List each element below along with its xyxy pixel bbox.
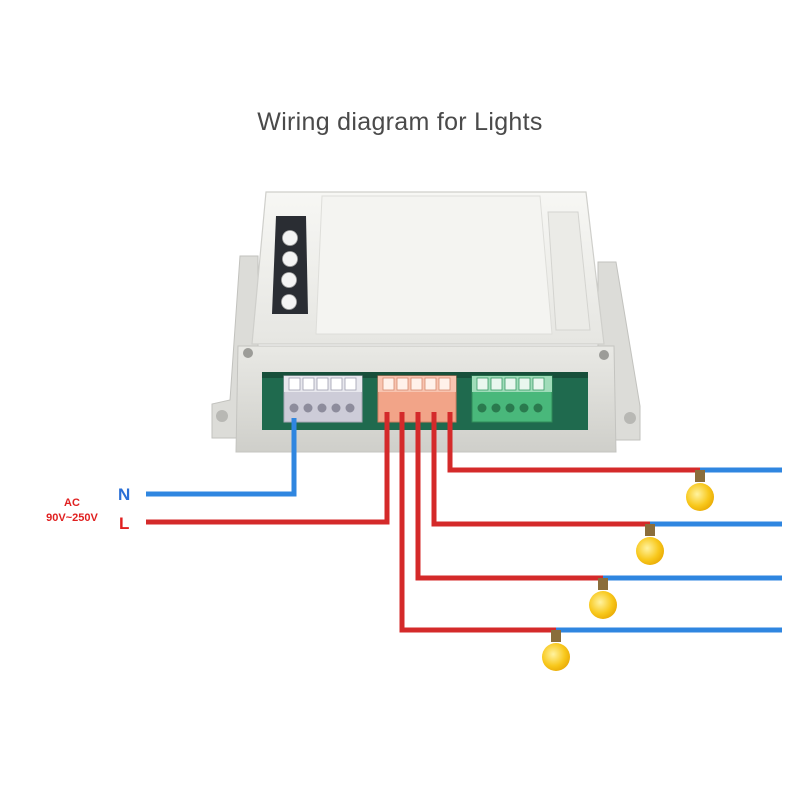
indicator-button-2[interactable]: [282, 251, 298, 267]
line-label: L: [119, 514, 129, 533]
housing-lid: [315, 195, 553, 335]
label-strip: [547, 211, 591, 331]
corner-screw: [599, 350, 609, 360]
output-wire-2: [431, 412, 650, 527]
indicator-button-3[interactable]: [281, 272, 297, 288]
diagram-title: Wiring diagram for Lights: [257, 108, 543, 136]
voltage-label: 90V~250V: [46, 512, 98, 524]
mounting-hole: [624, 412, 636, 424]
line-input-wire: [146, 412, 390, 525]
light-bulb-icon: [686, 470, 714, 511]
auxiliary-terminal-block: [471, 375, 553, 423]
mounting-hole: [216, 410, 228, 422]
output-wire-4: [399, 412, 556, 633]
relay-device: [211, 191, 641, 453]
pcb-shadow: [262, 372, 588, 378]
corner-screw: [243, 348, 253, 358]
light-bulb-icon: [589, 578, 617, 619]
indicator-button-1[interactable]: [282, 230, 298, 246]
input-terminal-block: [283, 375, 363, 423]
light-bulb-icon: [542, 630, 570, 671]
light-bulb-icon: [636, 524, 664, 565]
ac-label: AC: [64, 497, 80, 509]
indicator-button-4[interactable]: [281, 294, 297, 310]
neutral-label: N: [118, 485, 130, 504]
output-wire-3: [415, 412, 603, 581]
neutral-wire: [146, 418, 297, 497]
output-wire-1: [447, 412, 700, 473]
